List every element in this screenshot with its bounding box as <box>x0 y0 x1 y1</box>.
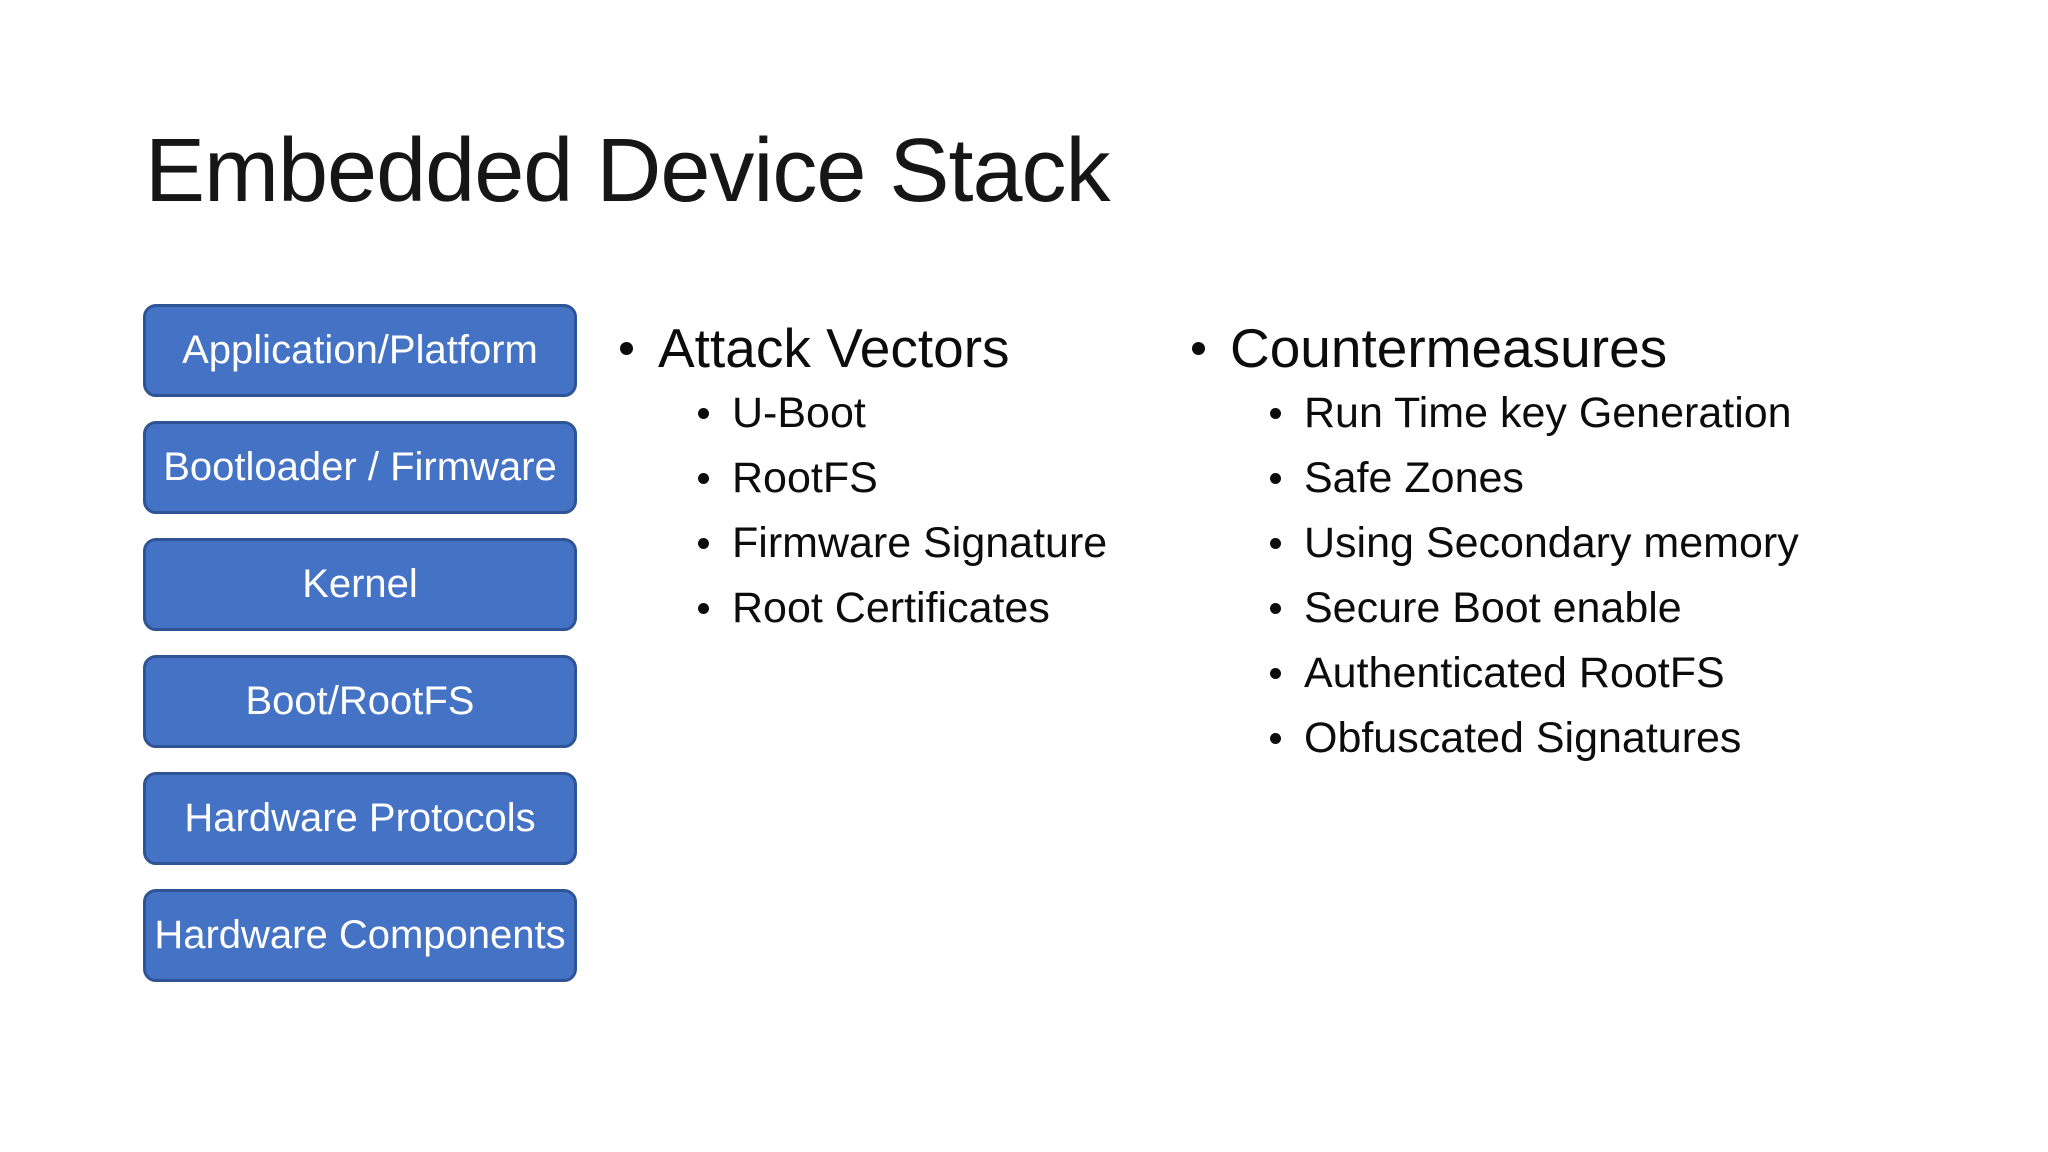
list-item-label: Secure Boot enable <box>1304 584 1682 632</box>
list-item-firmware-signature: Firmware Signature <box>698 511 1107 576</box>
list-item-label: Authenticated RootFS <box>1304 649 1725 697</box>
countermeasures-heading: Countermeasures <box>1230 317 1668 379</box>
stack-box-label: Bootloader / Firmware <box>163 445 557 489</box>
bullet-icon <box>698 603 709 614</box>
stack-box-boot-rootfs: Boot/RootFS <box>143 655 577 748</box>
list-item-safe-zones: Safe Zones <box>1270 446 1799 511</box>
bullet-icon <box>698 473 709 484</box>
stack-box-label: Application/Platform <box>182 328 538 372</box>
list-item-secure-boot-enable: Secure Boot enable <box>1270 576 1799 641</box>
stack-box-label: Boot/RootFS <box>245 679 475 723</box>
attack-vectors-list: U-Boot RootFS Firmware Signature Root Ce… <box>698 381 1107 641</box>
bullet-icon <box>1192 341 1205 355</box>
bullet-icon <box>1270 603 1281 614</box>
device-stack-diagram: Application/Platform Bootloader / Firmwa… <box>143 304 577 982</box>
attack-vectors-heading: Attack Vectors <box>658 317 1010 379</box>
list-item-run-time-key-generation: Run Time key Generation <box>1270 381 1799 446</box>
list-item-authenticated-rootfs: Authenticated RootFS <box>1270 641 1799 706</box>
list-item-label: Obfuscated Signatures <box>1304 714 1742 762</box>
stack-box-application-platform: Application/Platform <box>143 304 577 397</box>
attack-vectors-heading-row: Attack Vectors <box>620 315 1107 381</box>
bullet-icon <box>698 538 709 549</box>
stack-box-label: Kernel <box>302 562 418 606</box>
bullet-icon <box>1270 668 1281 679</box>
countermeasures-section: Countermeasures Run Time key Generation … <box>1192 315 1799 771</box>
stack-box-hardware-components: Hardware Components <box>143 889 577 982</box>
list-item-using-secondary-memory: Using Secondary memory <box>1270 511 1799 576</box>
list-item-u-boot: U-Boot <box>698 381 1107 446</box>
list-item-obfuscated-signatures: Obfuscated Signatures <box>1270 706 1799 771</box>
stack-box-label: Hardware Components <box>154 913 566 957</box>
bullet-icon <box>1270 408 1281 419</box>
list-item-label: Firmware Signature <box>732 519 1108 567</box>
stack-box-bootloader-firmware: Bootloader / Firmware <box>143 421 577 514</box>
list-item-label: Safe Zones <box>1304 454 1524 502</box>
list-item-label: U-Boot <box>732 389 866 437</box>
bullet-icon <box>1270 473 1281 484</box>
list-item-label: Run Time key Generation <box>1304 389 1792 437</box>
bullet-icon <box>1270 538 1281 549</box>
list-item-label: Root Certificates <box>732 584 1050 632</box>
countermeasures-heading-row: Countermeasures <box>1192 315 1799 381</box>
slide-title: Embedded Device Stack <box>145 121 1111 221</box>
bullet-icon <box>698 408 709 419</box>
list-item-label: Using Secondary memory <box>1304 519 1799 567</box>
attack-vectors-section: Attack Vectors U-Boot RootFS Firmware Si… <box>620 315 1107 641</box>
stack-box-hardware-protocols: Hardware Protocols <box>143 772 577 865</box>
countermeasures-list: Run Time key Generation Safe Zones Using… <box>1270 381 1799 771</box>
stack-box-kernel: Kernel <box>143 538 577 631</box>
stack-box-label: Hardware Protocols <box>184 796 536 840</box>
list-item-root-certificates: Root Certificates <box>698 576 1107 641</box>
list-item-rootfs: RootFS <box>698 446 1107 511</box>
bullet-icon <box>1270 733 1281 744</box>
bullet-icon <box>620 341 633 355</box>
list-item-label: RootFS <box>732 454 878 502</box>
